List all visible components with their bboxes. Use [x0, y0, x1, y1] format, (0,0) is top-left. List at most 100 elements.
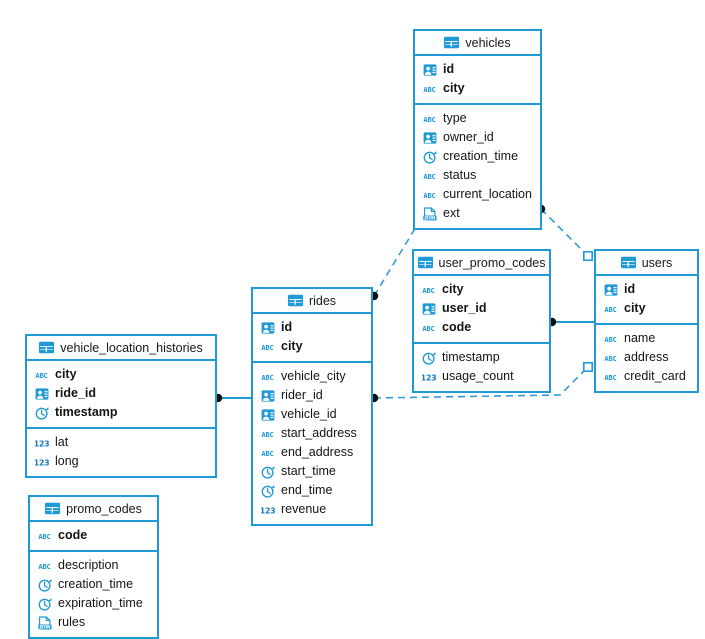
- column-row-user_id: user_id: [414, 299, 549, 318]
- contact-card-icon: [604, 283, 618, 296]
- column-row-rules: JSON rules: [30, 613, 157, 632]
- svg-text:ABC: ABC: [604, 372, 616, 381]
- svg-text:JSON: JSON: [424, 215, 436, 220]
- contact-card-icon: [261, 408, 275, 421]
- svg-text:ABC: ABC: [422, 285, 434, 294]
- column-label: status: [443, 168, 477, 182]
- clock-icon: [261, 465, 275, 479]
- table-header-rides[interactable]: rides: [253, 289, 371, 314]
- column-label: city: [624, 301, 646, 315]
- svg-text:ABC: ABC: [604, 334, 616, 343]
- abc-icon: ABC: [604, 304, 616, 313]
- table-header-vehicles[interactable]: vehicles: [415, 31, 540, 56]
- abc-icon: ABC: [38, 531, 50, 540]
- column-row-start_time: start_time: [253, 462, 371, 481]
- contact-card-icon: [422, 302, 436, 315]
- column-row-owner_id: owner_id: [415, 128, 540, 147]
- column-label: end_time: [281, 483, 333, 497]
- column-row-id: id: [596, 280, 697, 299]
- table-title: users: [641, 255, 673, 270]
- table-title: promo_codes: [66, 501, 142, 516]
- table-title: vehicles: [465, 35, 511, 50]
- table-header-vehicle_location_histories[interactable]: vehicle_location_histories: [27, 336, 215, 361]
- svg-text:ABC: ABC: [38, 561, 50, 570]
- column-label: id: [443, 62, 455, 76]
- column-label: long: [55, 454, 79, 468]
- json-doc-icon: JSON: [423, 206, 437, 220]
- column-label: vehicle_id: [281, 407, 337, 421]
- column-row-end_time: end_time: [253, 481, 371, 500]
- json-doc-icon: JSON: [38, 615, 52, 629]
- svg-text:ABC: ABC: [423, 171, 435, 180]
- table-grid-icon: [620, 256, 636, 269]
- column-row-creation_time: creation_time: [415, 147, 540, 166]
- column-row-city: ABC city: [27, 365, 215, 384]
- svg-text:ABC: ABC: [261, 372, 273, 381]
- relationship-target-square-marker: [582, 251, 593, 262]
- svg-text:JSON: JSON: [39, 624, 51, 629]
- column-row-rider_id: rider_id: [253, 386, 371, 405]
- svg-text:ABC: ABC: [261, 342, 273, 351]
- column-label: end_address: [281, 445, 354, 459]
- table-header-promo_codes[interactable]: promo_codes: [30, 497, 157, 522]
- clock-icon: [35, 406, 49, 420]
- table-header-user_promo_codes[interactable]: user_promo_codes: [414, 251, 549, 276]
- column-label: vehicle_city: [281, 369, 346, 383]
- column-row-address: ABC address: [596, 348, 697, 367]
- abc-icon: ABC: [422, 323, 434, 332]
- contact-card-icon: [261, 389, 275, 402]
- 123-icon: 123: [35, 458, 49, 467]
- column-row-expiration_time: expiration_time: [30, 594, 157, 613]
- abc-icon: ABC: [35, 370, 47, 379]
- relationship-line-rides-to-users: [373, 366, 589, 399]
- relationship-target-square-marker: [582, 361, 593, 372]
- column-label: code: [442, 320, 472, 334]
- svg-text:ABC: ABC: [422, 323, 434, 332]
- column-row-timestamp: timestamp: [27, 403, 215, 422]
- abc-icon: ABC: [423, 171, 435, 180]
- abc-icon: ABC: [261, 342, 273, 351]
- svg-text:ABC: ABC: [261, 429, 273, 438]
- column-label: city: [55, 367, 77, 381]
- contact-card-icon: [35, 387, 49, 400]
- column-label: code: [58, 528, 88, 542]
- column-label: address: [624, 350, 669, 364]
- column-row-status: ABC status: [415, 166, 540, 185]
- column-label: owner_id: [443, 130, 494, 144]
- svg-text:123: 123: [35, 458, 49, 467]
- svg-text:ABC: ABC: [423, 190, 435, 199]
- abc-icon: ABC: [604, 334, 616, 343]
- column-label: start_time: [281, 464, 336, 478]
- column-label: id: [624, 282, 636, 296]
- column-label: usage_count: [442, 369, 514, 383]
- column-label: creation_time: [58, 577, 134, 591]
- abc-icon: ABC: [261, 372, 273, 381]
- column-label: user_id: [442, 301, 487, 315]
- abc-icon: ABC: [261, 448, 273, 457]
- abc-icon: ABC: [604, 353, 616, 362]
- table-grid-icon: [444, 36, 460, 49]
- abc-icon: ABC: [38, 561, 50, 570]
- contact-card-icon: [261, 321, 275, 334]
- contact-card-icon: [423, 131, 437, 144]
- svg-text:ABC: ABC: [261, 448, 273, 457]
- table-header-users[interactable]: users: [596, 251, 697, 276]
- primary-key-section: ABC code: [30, 522, 157, 552]
- column-label: rules: [58, 615, 86, 629]
- table-title: user_promo_codes: [438, 255, 546, 270]
- column-row-code: ABC code: [30, 526, 157, 545]
